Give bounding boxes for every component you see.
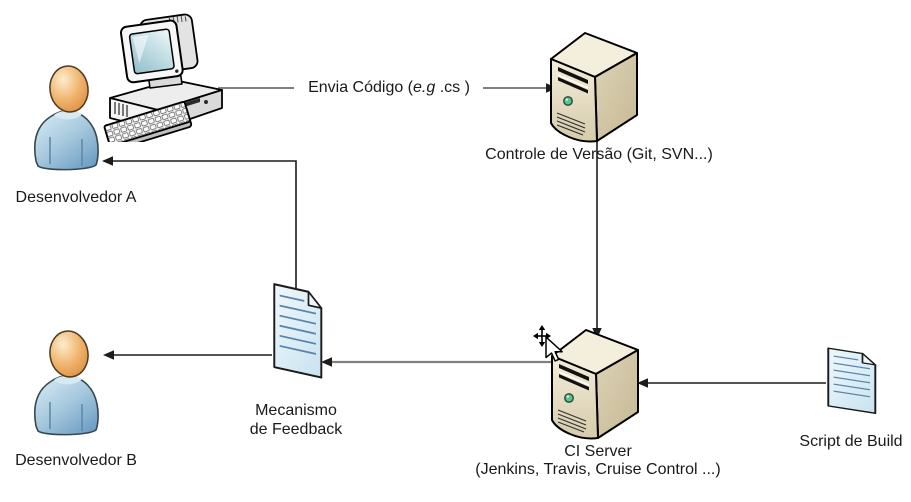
edge-feedback-to-dev-a — [102, 156, 297, 291]
crt-monitor — [119, 13, 199, 84]
workstation-icon[interactable] — [102, 10, 226, 142]
label-ci-server: CI Server (Jenkins, Travis, Cruise Contr… — [447, 443, 749, 479]
edge-feedback-to-dev-b — [103, 350, 272, 360]
label-version-control: Controle de Versão (Git, SVN...) — [485, 146, 713, 163]
document-text-lines — [833, 355, 870, 398]
developer-a-icon[interactable] — [30, 63, 102, 175]
build-script-document-icon[interactable] — [824, 346, 886, 424]
version-control-server-icon[interactable] — [549, 31, 639, 143]
power-led — [563, 96, 573, 106]
edge-vcs-to-ci — [592, 141, 602, 339]
label-build-script: Script de Build — [799, 433, 903, 450]
move-cursor-icon — [533, 325, 563, 362]
label-ci-server-line2: (Jenkins, Travis, Cruise Control ...) — [475, 461, 721, 478]
label-ci-server-line1: CI Server — [564, 443, 632, 460]
pointer-arrow — [545, 336, 563, 362]
edge-envia-codigo — [218, 83, 557, 93]
document-text-lines — [279, 294, 316, 355]
edge-label-suffix: .cs ) — [435, 79, 470, 96]
edge-script-to-ci — [637, 378, 826, 388]
edge-label-prefix: Envia Código ( — [308, 79, 414, 96]
label-feedback: Mecanismo de Feedback — [221, 401, 371, 439]
label-feedback-line1: Mecanismo — [255, 402, 337, 419]
edge-label-envia-codigo: Envia Código (e.g .cs ) — [295, 79, 483, 96]
server-vents — [556, 112, 586, 136]
label-developer-a: Desenvolvedor A — [15, 189, 137, 206]
feedback-document-icon[interactable] — [270, 281, 332, 393]
ci-server-icon[interactable] — [550, 328, 640, 440]
label-feedback-line2: de Feedback — [249, 421, 343, 438]
case-vents — [114, 102, 128, 117]
server-vents — [557, 409, 587, 433]
edge-label-italic: e.g — [413, 79, 436, 96]
edge-ci-to-feedback — [321, 357, 554, 367]
power-led — [564, 393, 574, 403]
developer-b-icon[interactable] — [30, 328, 102, 440]
label-developer-b: Desenvolvedor B — [15, 452, 137, 469]
keyboard — [103, 101, 193, 142]
